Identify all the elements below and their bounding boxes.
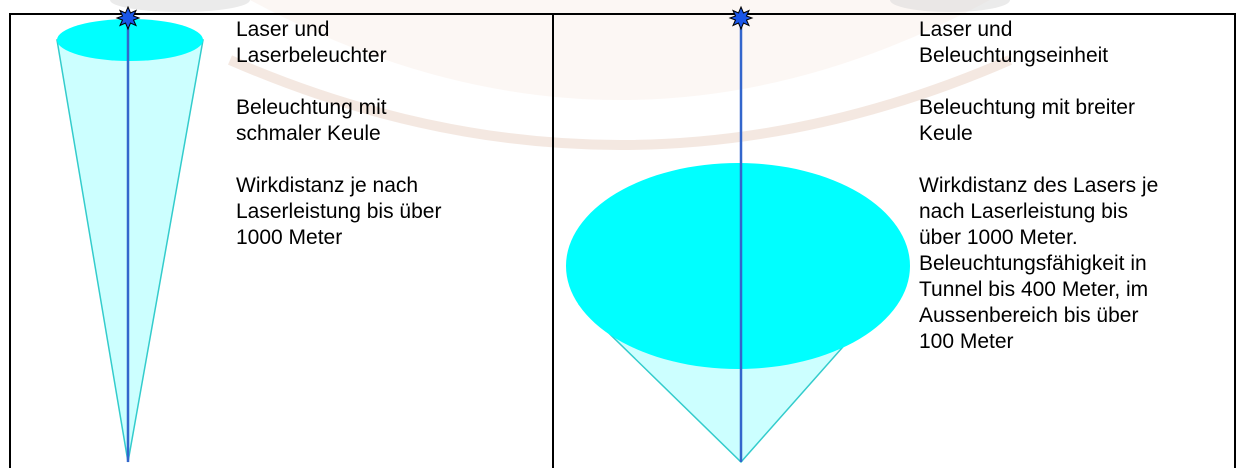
left-beam-type: Beleuchtung mit schmaler Keule	[236, 96, 387, 145]
right-range: Wirkdistanz des Lasers je nach Laserleis…	[919, 174, 1159, 353]
left-title: Laser und Laserbeleuchter	[236, 18, 387, 67]
left-description: Laser und Laserbeleuchter Beleuchtung mi…	[236, 17, 536, 277]
narrow-beam-ellipse	[57, 19, 203, 61]
right-title: Laser und Beleuchtungseinheit	[919, 18, 1109, 67]
right-beam-type: Beleuchtung mit breiter Keule	[919, 96, 1135, 145]
background-arc-shadow	[250, 0, 990, 100]
background-blob-right	[890, 0, 1010, 12]
narrow-beam-cone	[56, 39, 204, 463]
wide-beam-ellipse	[566, 163, 910, 369]
table-frame	[9, 13, 1236, 468]
star-burst-icon	[728, 5, 754, 31]
right-description: Laser und Beleuchtungseinheit Beleuchtun…	[919, 17, 1219, 381]
column-divider	[552, 13, 554, 468]
background-arc	[228, 55, 1012, 150]
left-range: Wirkdistanz je nach Laserleistung bis üb…	[236, 174, 442, 249]
star-burst-icon	[115, 5, 141, 31]
background-blob-left	[110, 0, 250, 12]
